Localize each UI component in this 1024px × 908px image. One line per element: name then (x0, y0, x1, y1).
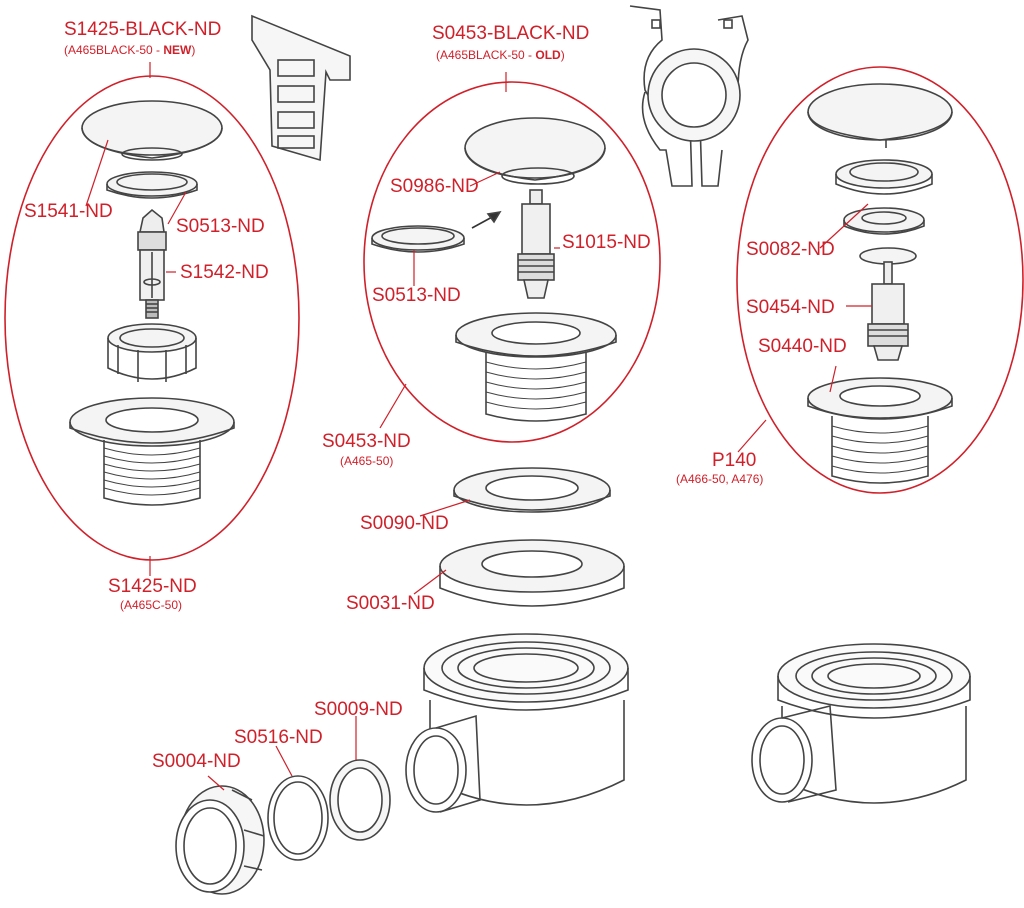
stem-s1542 (137, 208, 167, 319)
group-left-subtitle: (A465BLACK-50 - NEW) (64, 43, 196, 57)
group-middle-bottom-code: S0453-ND (322, 431, 411, 452)
cap-right (807, 83, 953, 148)
stem-s1015 (517, 189, 555, 299)
label-s0090: S0090-ND (360, 513, 449, 534)
group-middle-bottom-sub: (A465-50) (340, 454, 394, 468)
group-ellipse-left (4, 75, 300, 561)
label-s0986: S0986-ND (390, 176, 479, 197)
group-middle-code: S0453-BLACK-ND (432, 23, 590, 44)
label-s0513-left: S0513-ND (176, 216, 265, 237)
label-s1015: S1015-ND (562, 232, 651, 253)
washer-s0090 (453, 467, 611, 513)
flange-s1425 (69, 397, 235, 506)
nut-left (107, 323, 197, 382)
ring-s0513-left (106, 171, 198, 199)
ring-inner-right (843, 207, 925, 235)
cap-s0986 (464, 117, 606, 185)
ring-s0082 (835, 159, 933, 195)
nut-s0004 (175, 785, 265, 895)
cap-s1541 (81, 100, 223, 161)
ring-s0009 (329, 759, 391, 841)
group-right-bottom-code: P140 (712, 450, 757, 471)
leader-lines (85, 62, 872, 791)
group-middle-subtitle: (A465BLACK-50 - OLD) (436, 48, 565, 62)
stem-s0454 (859, 247, 917, 361)
flange-s0453 (455, 312, 617, 422)
washer-s0031 (439, 539, 625, 607)
label-s0440: S0440-ND (758, 336, 847, 357)
label-s0454: S0454-ND (746, 297, 835, 318)
label-s0004: S0004-ND (152, 751, 241, 772)
ring-s0513-middle (371, 225, 465, 253)
label-s0082: S0082-ND (746, 239, 835, 260)
arrow (471, 210, 502, 229)
key-tool (251, 14, 351, 162)
trap-body-right (751, 643, 971, 804)
group-ellipse-right (736, 66, 1024, 494)
label-s0031: S0031-ND (346, 593, 435, 614)
trap-body-middle (405, 633, 629, 813)
label-s0513-middle: S0513-ND (372, 285, 461, 306)
group-right-bottom-sub: (A466-50, A476) (676, 472, 764, 486)
group-left-code: S1425-BLACK-ND (64, 19, 222, 40)
label-s0009: S0009-ND (314, 699, 403, 720)
label-s1541: S1541-ND (24, 201, 113, 222)
group-left-bottom-sub: (A465C-50) (120, 598, 183, 612)
label-s0516: S0516-ND (234, 727, 323, 748)
ring-s0516 (267, 775, 329, 861)
group-left-bottom-code: S1425-ND (108, 576, 197, 597)
flange-p140 (807, 377, 953, 484)
label-s1542: S1542-ND (180, 262, 269, 283)
group-ellipse-middle (363, 81, 661, 443)
wrench-tool (629, 5, 749, 187)
